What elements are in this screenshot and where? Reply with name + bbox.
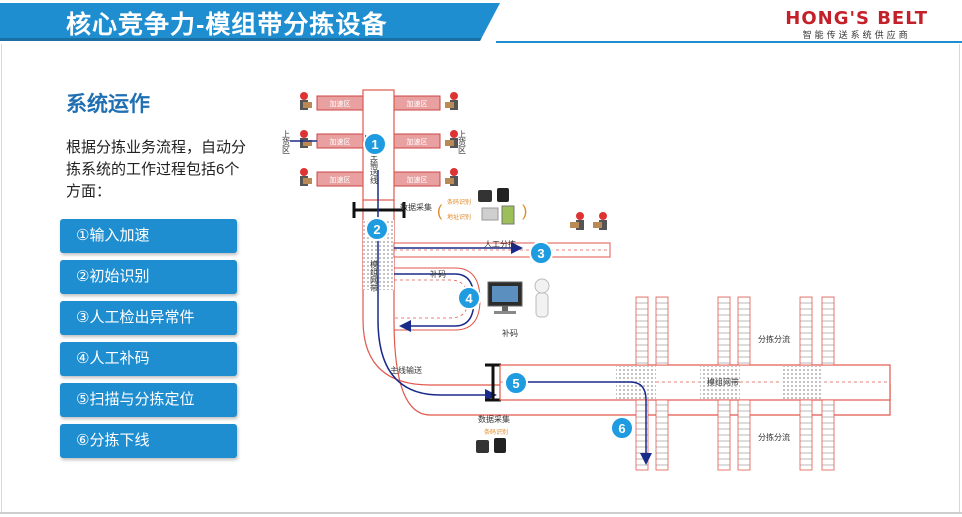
modular-belt-label: 模组网带 (707, 377, 739, 387)
sorting-diagram: 加速区 加速区 加速区 加速区 加速区 加速区 上货区 上货区 主输送线 (270, 60, 950, 500)
accel-zone-right-2: 加速区 (393, 133, 441, 149)
step-marker-6: 6 (610, 416, 634, 440)
main-flow-arrow (377, 170, 497, 401)
bracket-right: ) (522, 203, 527, 220)
data-collect-label-1: 数据采集 (400, 202, 432, 212)
step-menu: ①输入加速 ②初始识别 ③人工检出异常件 ④人工补码 ⑤扫描与分拣定位 ⑥分拣下… (60, 219, 237, 465)
svg-text:2: 2 (373, 222, 380, 237)
svg-text:6: 6 (618, 421, 625, 436)
loading-area-left: 上货区 (282, 130, 291, 154)
accel-zone-right-1: 加速区 (393, 95, 441, 111)
address-id-label: 地址识别 (447, 213, 471, 221)
barcode-id-label-1: 条码识别 (447, 198, 471, 206)
step-menu-item-4[interactable]: ④人工补码 (60, 342, 237, 376)
sort-chutes-top (635, 296, 835, 366)
main-line-label: 主输送线 (370, 151, 379, 184)
worker-icon (300, 130, 312, 148)
loading-area-right: 上货区 (458, 130, 467, 154)
worker-icon (300, 92, 312, 110)
accel-zone-label: 加速区 (407, 99, 428, 108)
scanner-icons-2 (476, 438, 506, 453)
sort-flow-label-bottom: 分拣分流 (758, 432, 790, 442)
accel-zone-left-2: 加速区 (316, 133, 364, 149)
logo: HONG'S BELT 智能传送系统供应商 (785, 8, 928, 41)
worker-icon (445, 168, 458, 186)
sort-chutes-bottom (635, 399, 835, 471)
worker-icon (445, 92, 458, 110)
section-title: 系统运作 (66, 93, 150, 116)
worker-icon (300, 168, 312, 186)
step-marker-2: 2 (365, 217, 389, 241)
step-menu-item-5[interactable]: ⑤扫描与分拣定位 (60, 383, 237, 417)
operator-icon (534, 278, 550, 318)
worker-icon (593, 212, 607, 230)
accel-zone-left-3: 加速区 (316, 171, 364, 187)
svg-text:3: 3 (537, 246, 544, 261)
header-divider (496, 41, 962, 43)
worker-icon (570, 212, 584, 230)
accel-zone-left-1: 加速区 (316, 95, 364, 111)
scanner-icons (478, 188, 515, 225)
page-title: 核心竞争力-模组带分拣设备 (66, 11, 388, 39)
frame-bottom (0, 512, 962, 514)
svg-text:4: 4 (465, 291, 473, 306)
supplement-label: 补码 (430, 269, 446, 279)
step-menu-item-1[interactable]: ①输入加速 (60, 219, 237, 253)
logo-text: HONG'S BELT (785, 8, 928, 29)
supplement-station-label: 补码 (502, 328, 518, 338)
data-collect-label-2: 数据采集 (478, 414, 510, 424)
accel-zone-label: 加速区 (407, 175, 428, 184)
accel-zone-label: 加速区 (330, 99, 351, 108)
section-description: 根据分拣业务流程，自动分拣系统的工作过程包括6个方面： (66, 139, 247, 200)
logo-subtitle: 智能传送系统供应商 (802, 30, 911, 40)
frame-right (959, 44, 960, 514)
step-marker-5: 5 (504, 371, 528, 395)
accel-zone-label: 加速区 (330, 137, 351, 146)
step-marker-3: 3 (529, 241, 553, 265)
accel-zone-right-3: 加速区 (393, 171, 441, 187)
svg-text:1: 1 (371, 137, 378, 152)
step-menu-item-3[interactable]: ③人工检出异常件 (60, 301, 237, 335)
sorting-diagram-svg: 加速区 加速区 加速区 加速区 加速区 加速区 上货区 上货区 主输送线 (282, 89, 891, 471)
step-menu-item-2[interactable]: ②初始识别 (60, 260, 237, 294)
computer-icon (487, 281, 523, 314)
header: 核心竞争力-模组带分拣设备 HONG'S BELT 智能传送系统供应商 (0, 0, 962, 44)
svg-text:5: 5 (512, 376, 519, 391)
barcode-id-label-2: 条码识别 (484, 428, 508, 436)
step-menu-item-6[interactable]: ⑥分拣下线 (60, 424, 237, 458)
step-marker-4: 4 (457, 286, 481, 310)
worker-icons (300, 92, 607, 230)
manual-sort-label: 人工分拣 (484, 239, 516, 249)
step-marker-1: 1 (363, 132, 387, 156)
exit-flow-arrow (506, 381, 652, 465)
sort-flow-label-top: 分拣分流 (758, 334, 790, 344)
modular-belt-outline (362, 200, 891, 416)
accel-zone-label: 加速区 (330, 175, 351, 184)
accel-zone-label: 加速区 (407, 137, 428, 146)
main-convey-label: 主线输送 (390, 365, 422, 375)
title-bar (0, 3, 500, 41)
bracket-left: ( (437, 203, 443, 220)
modular-belt-v-label: 模组网带 (370, 259, 379, 293)
worker-icon (445, 130, 458, 148)
frame-left (1, 44, 2, 514)
